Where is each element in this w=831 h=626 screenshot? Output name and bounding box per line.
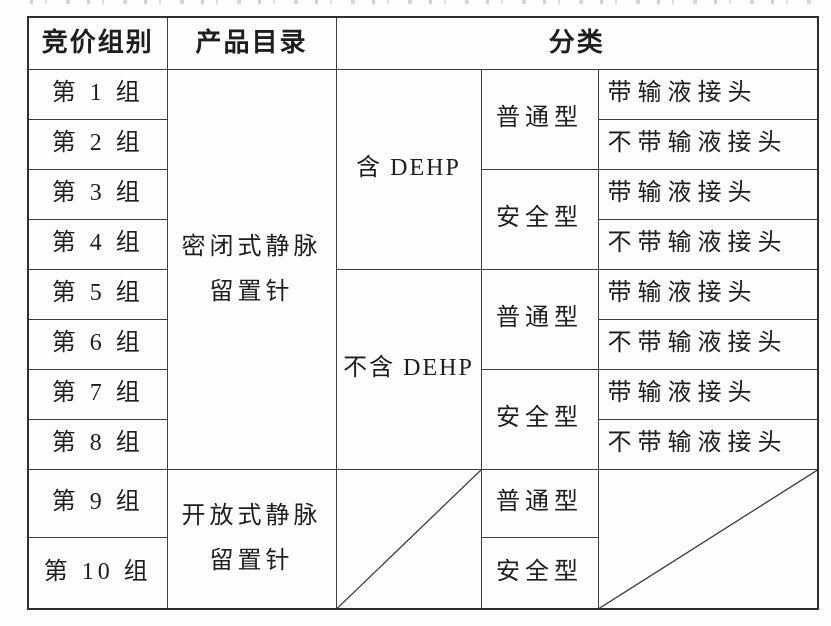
table-row: 第 5 组 不含 DEHP 普通型 带输液接头: [27, 268, 819, 470]
header-category: 分类: [335, 16, 819, 70]
cell-type-ordinary-1: 普通型: [480, 68, 599, 170]
bidding-groups-table: 竞价组别 产品目录 分类 第 1 组 密闭式静脉 留置针 含 DEHP 普通型 …: [27, 16, 819, 610]
cell-group-6: 第 6 组: [27, 318, 168, 370]
cell-type-ordinary-2: 普通型: [480, 268, 599, 370]
cell-connector-without-4: 不带输液接头: [597, 418, 819, 470]
cropped-text-artifact: [30, 0, 818, 4]
cell-group-4: 第 4 组: [27, 218, 168, 270]
table-row: 第 10 组 安全型: [27, 536, 818, 610]
cell-connector-without-3: 不带输液接头: [597, 318, 819, 370]
cell-dehp-with: 含 DEHP: [335, 68, 482, 270]
cell-connector-with-2: 带输液接头: [597, 168, 819, 220]
cell-connector-with-1: 带输液接头: [597, 68, 819, 120]
table-row: 第 7 组 安全型 带输液接头: [27, 368, 819, 470]
table-row: 第 8 组 不带输液接头: [27, 418, 819, 470]
header-product-catalog: 产品目录: [166, 16, 337, 70]
cell-type-safety-1: 安全型: [480, 168, 599, 270]
cell-group-3: 第 3 组: [27, 168, 168, 220]
cell-catalog-closed: 密闭式静脉 留置针: [166, 68, 337, 470]
catalog-open-line2: 留置针: [209, 548, 294, 575]
table-row: 第 1 组 密闭式静脉 留置针 含 DEHP 普通型 带输液接头: [27, 68, 819, 470]
cell-catalog-open: 开放式静脉 留置针: [166, 468, 337, 610]
catalog-closed-line1: 密闭式静脉: [181, 233, 322, 260]
cell-dehp-without: 不含 DEHP: [335, 268, 482, 470]
table-row: 第 2 组 不带输液接头: [27, 118, 819, 170]
diagonal-slash-icon: [599, 470, 818, 609]
table-header-row: 竞价组别 产品目录 分类: [27, 16, 819, 70]
table-row: 第 9 组 开放式静脉 留置针 普通型: [27, 468, 819, 610]
cell-group-10: 第 10 组: [27, 536, 168, 610]
cell-connector-without-2: 不带输液接头: [597, 218, 819, 270]
header-bidding-group: 竞价组别: [27, 16, 168, 70]
cell-group-1: 第 1 组: [27, 68, 168, 120]
cell-connector-with-3: 带输液接头: [597, 268, 819, 320]
diagonal-slash-cell-connector: [597, 468, 819, 610]
cell-type-safety-3: 安全型: [480, 536, 599, 610]
cell-type-safety-2: 安全型: [480, 368, 599, 470]
diagonal-slash-icon: [337, 470, 481, 609]
cell-group-7: 第 7 组: [27, 368, 168, 420]
cell-type-ordinary-3: 普通型: [480, 468, 599, 538]
cell-group-5: 第 5 组: [27, 268, 168, 320]
cell-group-8: 第 8 组: [27, 418, 168, 470]
diagonal-slash-cell-dehp: [335, 468, 482, 610]
cell-group-9: 第 9 组: [27, 468, 168, 538]
cell-group-2: 第 2 组: [27, 118, 168, 170]
table-row: 第 6 组 不带输液接头: [27, 318, 819, 370]
cell-connector-without-1: 不带输液接头: [597, 118, 819, 170]
catalog-closed-line2: 留置针: [209, 278, 294, 305]
catalog-open-line1: 开放式静脉: [181, 503, 322, 530]
cell-connector-with-4: 带输液接头: [597, 368, 819, 420]
